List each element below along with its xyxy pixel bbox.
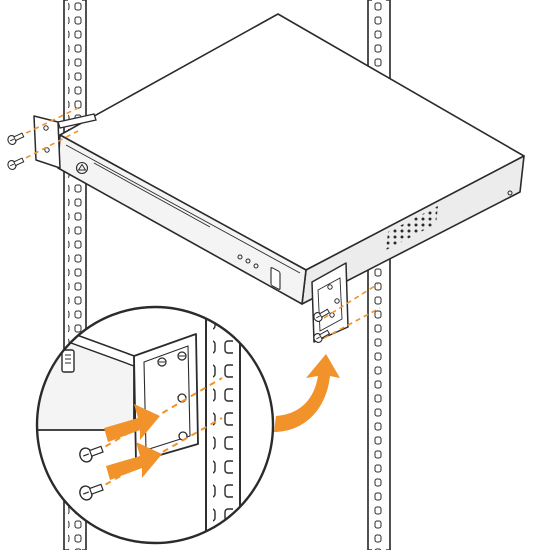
push-arrow-icon [106, 442, 162, 480]
screw-icon [313, 308, 331, 322]
mounting-bracket-icon [133, 333, 199, 463]
right-mounting-bracket [311, 262, 349, 343]
usb-port-icon [61, 349, 75, 373]
vent-grille-icon [386, 206, 438, 250]
zoom-circle-border [35, 305, 275, 545]
zoom-rack-rail [205, 307, 241, 543]
device-logo-icon [75, 161, 89, 175]
alignment-guides [17, 107, 381, 339]
zoom-alignment-guides [95, 377, 223, 491]
network-device [57, 13, 525, 305]
status-led-icon [237, 254, 259, 269]
usb-port-icon [270, 267, 281, 290]
screw-icon [313, 329, 331, 343]
curved-arrow-icon [274, 354, 340, 432]
screw-icon [7, 157, 25, 170]
push-arrow-icon [104, 404, 160, 442]
zoom-detail [35, 305, 275, 545]
screw-icon [7, 132, 25, 145]
device-top-face [59, 13, 525, 271]
screw-icon [79, 483, 104, 501]
screw-icon [79, 445, 104, 463]
left-mounting-bracket [33, 113, 97, 169]
